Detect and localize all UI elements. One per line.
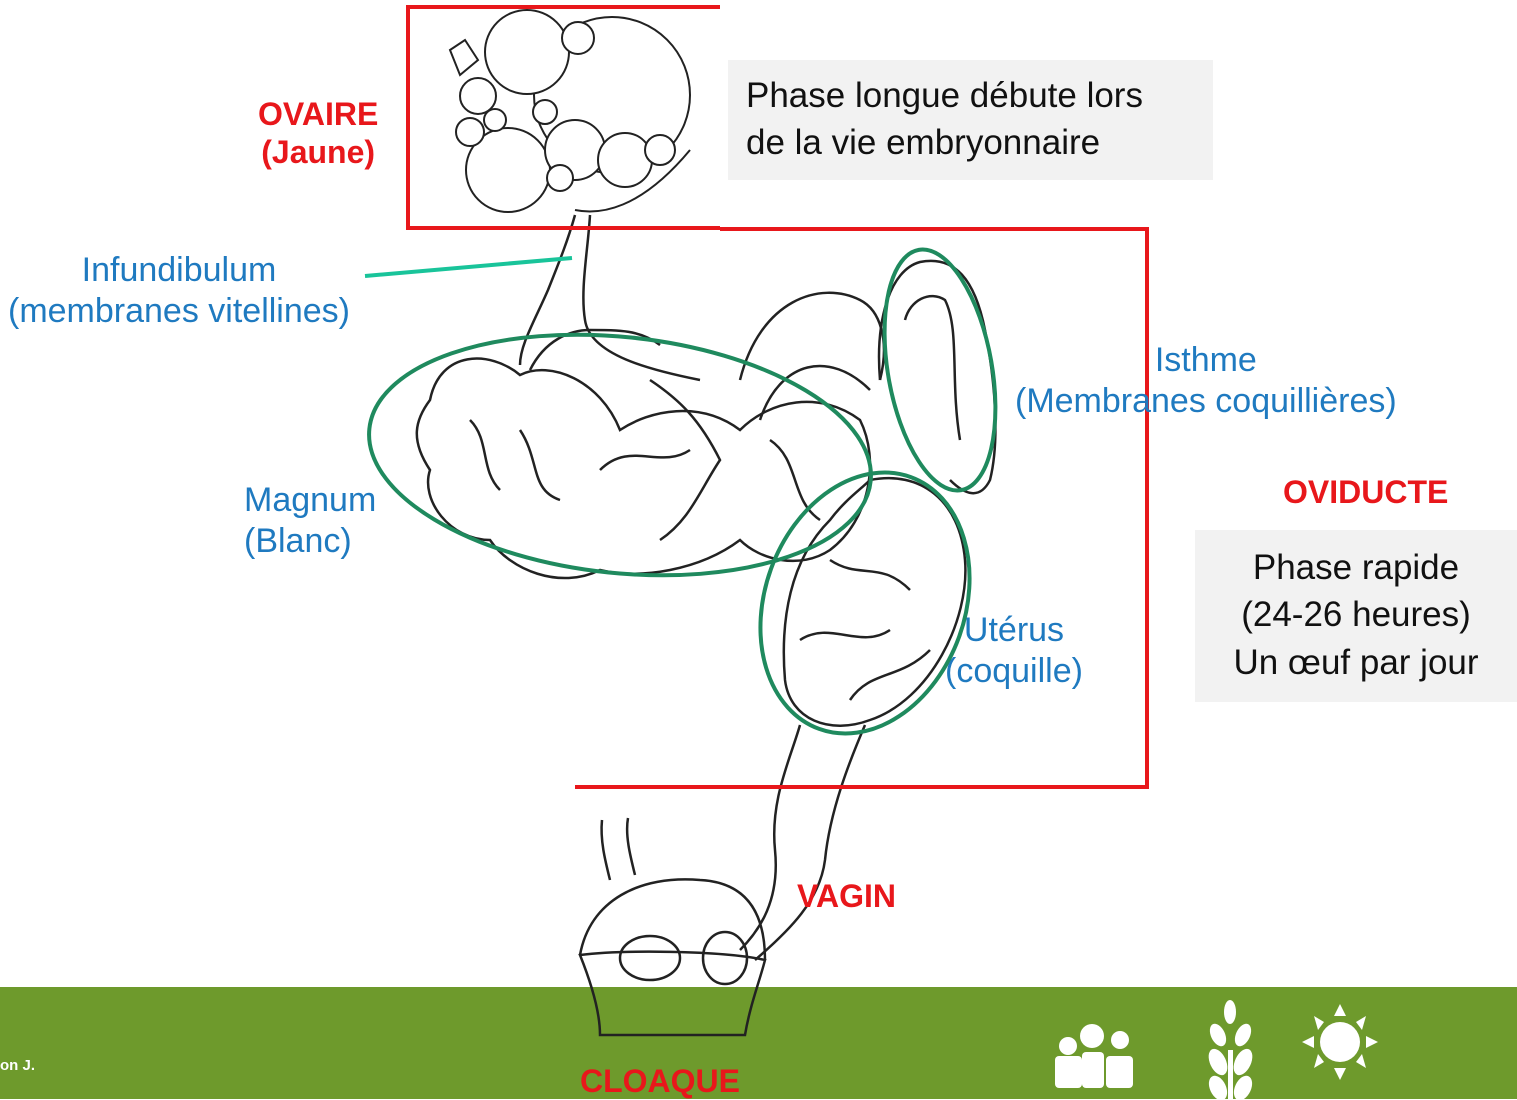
isthme-label-line1: Isthme <box>1015 340 1397 381</box>
isthme-label-line2: (Membranes coquillières) <box>1015 381 1397 422</box>
magnum-label-line2: (Blanc) <box>244 521 376 562</box>
ovaire-label: OVAIRE (Jaune) <box>258 95 378 172</box>
oviduct-sketch <box>417 215 996 1035</box>
infundibulum-label-line2: (membranes vitellines) <box>8 291 350 332</box>
oviducte-note: Phase rapide (24-26 heures) Un œuf par j… <box>1195 530 1517 702</box>
credit-text: on J. <box>0 1057 35 1074</box>
ovaire-label-line1: OVAIRE <box>258 95 378 133</box>
ovaire-note-line2: de la vie embryonnaire <box>746 119 1195 166</box>
ovaire-label-line2: (Jaune) <box>258 133 378 171</box>
infundibulum-label: Infundibulum (membranes vitellines) <box>8 250 350 332</box>
isthme-label: Isthme (Membranes coquillières) <box>1015 340 1397 422</box>
oviducte-note-line3: Un œuf par jour <box>1201 639 1511 686</box>
infundibulum-label-line1: Infundibulum <box>8 250 350 291</box>
ovary-sketch <box>450 10 690 212</box>
footer-icons <box>1055 1000 1378 1099</box>
uterus-label-line1: Utérus <box>945 610 1083 651</box>
oviducte-note-line2: (24-26 heures) <box>1201 591 1511 638</box>
uterus-label-line2: (coquille) <box>945 651 1083 692</box>
infundibulum-pointer <box>365 258 572 276</box>
magnum-label-line1: Magnum <box>244 480 376 521</box>
sun-icon <box>1302 1004 1378 1080</box>
magnum-label: Magnum (Blanc) <box>244 480 376 562</box>
ovaire-note: Phase longue débute lors de la vie embry… <box>728 60 1213 180</box>
vagin-label: VAGIN <box>797 877 896 915</box>
oviducte-note-line1: Phase rapide <box>1201 544 1511 591</box>
wheat-icon <box>1205 1000 1256 1099</box>
people-icon <box>1055 1024 1133 1088</box>
oviducte-label: OVIDUCTE <box>1283 473 1448 511</box>
ovaire-note-line1: Phase longue débute lors <box>746 72 1195 119</box>
isthme-ellipse <box>868 241 1013 499</box>
uterus-label: Utérus (coquille) <box>945 610 1083 692</box>
segment-ellipses <box>357 241 1012 763</box>
cloaque-label: CLOAQUE <box>580 1062 740 1100</box>
